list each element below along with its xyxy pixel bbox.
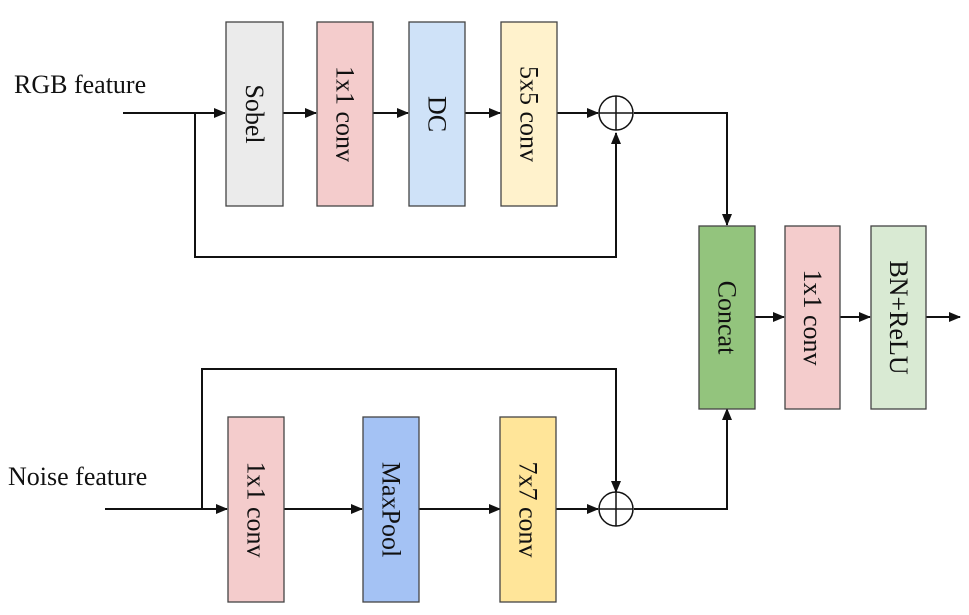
noise-sum-to-concat-arrow	[634, 408, 732, 510]
dc-block: DC	[408, 21, 466, 207]
dc-label: DC	[423, 96, 452, 132]
conv5x5-block: 5x5 conv	[500, 21, 558, 207]
conv7x7-block: 7x7 conv	[499, 416, 557, 603]
bn-relu-block: BN+ReLU	[870, 225, 927, 410]
rgb-conv1x1-block: 1x1 conv	[316, 21, 374, 207]
concat-label: Concat	[713, 281, 742, 355]
sobel-label: Sobel	[240, 84, 269, 143]
rgb-sum-node	[598, 95, 634, 131]
noise-feature-label: Noise feature	[8, 462, 147, 491]
noise-branch-wires	[105, 368, 732, 514]
noise-skip-connection	[201, 368, 621, 509]
out-conv1x1-label: 1x1 conv	[798, 269, 827, 365]
rgb-branch-wires	[123, 108, 732, 258]
rgb-sum-to-concat-arrow	[634, 112, 732, 226]
sobel-block: Sobel	[225, 21, 284, 207]
conv5x5-label: 5x5 conv	[515, 66, 544, 162]
rgb-conv1x1-label: 1x1 conv	[331, 66, 360, 162]
maxpool-block: MaxPool	[362, 416, 420, 603]
noise-sum-node	[598, 491, 634, 527]
rgb-feature-label: RGB feature	[14, 70, 146, 99]
maxpool-label: MaxPool	[377, 462, 406, 557]
out-conv1x1-block: 1x1 conv	[784, 225, 841, 410]
bn-relu-label: BN+ReLU	[884, 260, 913, 375]
conv7x7-label: 7x7 conv	[514, 461, 543, 557]
concat-block: Concat	[698, 225, 756, 410]
noise-conv1x1-label: 1x1 conv	[242, 461, 271, 557]
noise-conv1x1-block: 1x1 conv	[227, 416, 285, 603]
rgb-skip-connection	[194, 113, 621, 258]
